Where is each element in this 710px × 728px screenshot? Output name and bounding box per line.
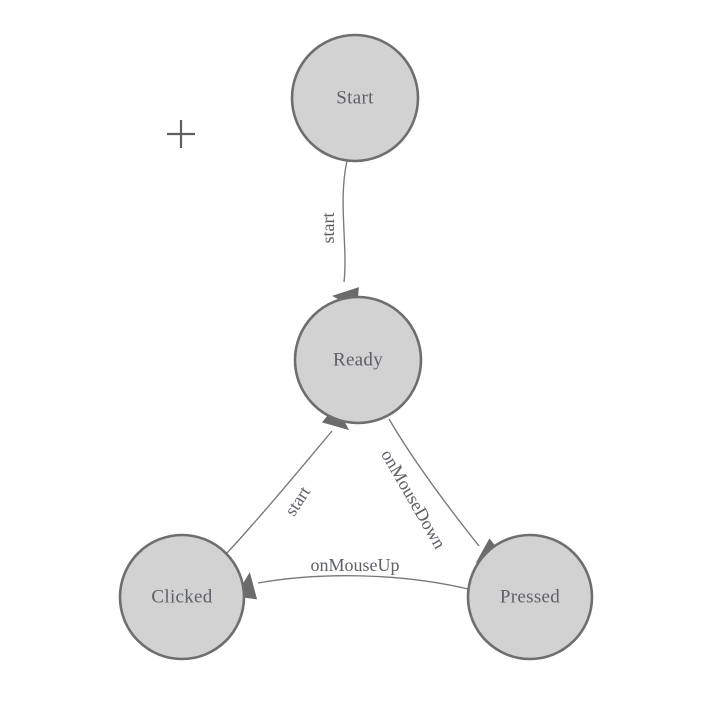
node-shape[interactable] <box>118 533 246 661</box>
node-shape[interactable] <box>466 533 594 661</box>
node-label: Clicked <box>151 586 212 607</box>
node-clicked[interactable]: Clicked <box>118 533 246 661</box>
edge-ready-to-pressed[interactable]: onMouseDown <box>377 418 504 572</box>
node-ready[interactable]: Ready <box>293 295 423 425</box>
edge-start-to-ready[interactable]: start <box>318 160 359 310</box>
node-layer: Start Ready Clicked Pressed <box>118 33 594 661</box>
edge-label: onMouseDown <box>377 446 450 552</box>
edge-label: onMouseUp <box>311 555 400 575</box>
edge-path <box>388 418 480 547</box>
node-label: Start <box>336 87 374 108</box>
node-label: Ready <box>333 349 383 370</box>
edge-pressed-to-clicked[interactable]: onMouseUp <box>235 555 469 600</box>
edge-path <box>257 575 469 590</box>
node-shape[interactable] <box>290 33 420 163</box>
edge-path <box>225 430 333 555</box>
node-shape[interactable] <box>293 295 423 425</box>
edge-label: start <box>281 483 315 520</box>
edge-clicked-to-ready[interactable]: start <box>225 405 356 555</box>
edge-label: start <box>318 213 338 244</box>
crosshair-icon <box>167 120 195 148</box>
node-label: Pressed <box>500 586 560 607</box>
node-start[interactable]: Start <box>290 33 420 163</box>
node-pressed[interactable]: Pressed <box>466 533 594 661</box>
edge-path <box>342 160 348 283</box>
